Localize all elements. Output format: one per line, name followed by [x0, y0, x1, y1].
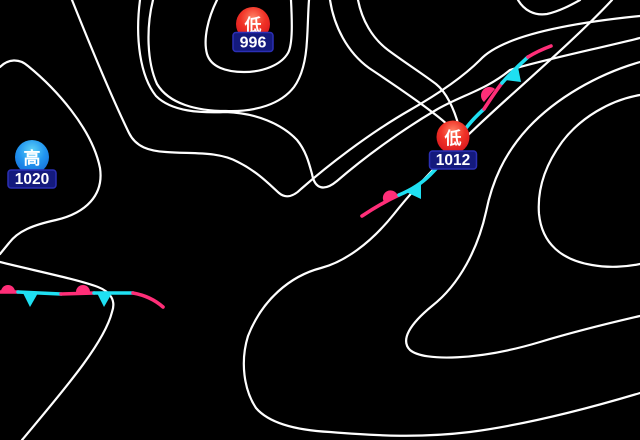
pressure-value-box — [428, 150, 478, 170]
warm-front-bump — [382, 190, 397, 202]
isobar — [0, 260, 115, 440]
warm-front-segment — [482, 81, 504, 111]
isobar — [328, 0, 453, 130]
isobar — [70, 0, 640, 198]
low-badge-circle[interactable] — [436, 120, 470, 154]
isobar — [0, 59, 102, 256]
cold-front-triangle — [97, 293, 112, 307]
pressure-value-box — [7, 169, 57, 189]
high-symbol: 高 — [24, 148, 41, 168]
isobar — [147, 0, 311, 113]
isobar — [405, 60, 640, 359]
low-symbol: 低 — [444, 128, 462, 148]
pressure-value: 1012 — [436, 152, 470, 169]
low-pressure-marker-1012[interactable]: 低 1012 — [428, 120, 478, 170]
warm-front-bump — [1, 285, 15, 292]
isobar — [516, 0, 582, 16]
low-pressure-marker-996[interactable]: 低 996 — [232, 7, 274, 53]
warm-front-segment — [526, 44, 553, 59]
isobar — [537, 93, 640, 268]
pressure-value: 1020 — [15, 171, 49, 188]
high-badge-circle[interactable] — [15, 140, 49, 174]
warm-front-segment — [59, 291, 96, 296]
warm-front-segment — [360, 193, 401, 218]
front-occluded-system — [360, 44, 553, 218]
warm-front-bump — [480, 86, 495, 102]
cold-front-segment — [500, 55, 530, 85]
pressure-value: 996 — [240, 35, 267, 52]
isobar — [137, 0, 640, 189]
warm-front-bump — [76, 285, 90, 292]
cold-front-triangle — [23, 293, 38, 307]
cold-front-triangle — [505, 67, 521, 82]
cold-front-segment — [16, 290, 63, 296]
isobar — [204, 0, 293, 74]
warm-front-segment — [131, 291, 165, 309]
pressure-value-box — [232, 31, 274, 53]
low-symbol: 低 — [244, 15, 262, 35]
cold-front-triangle — [406, 182, 421, 199]
front-stationary-system — [0, 285, 165, 309]
isobar — [242, 0, 640, 437]
high-pressure-marker-1020[interactable]: 高 1020 — [7, 140, 57, 189]
isobar — [356, 0, 461, 129]
